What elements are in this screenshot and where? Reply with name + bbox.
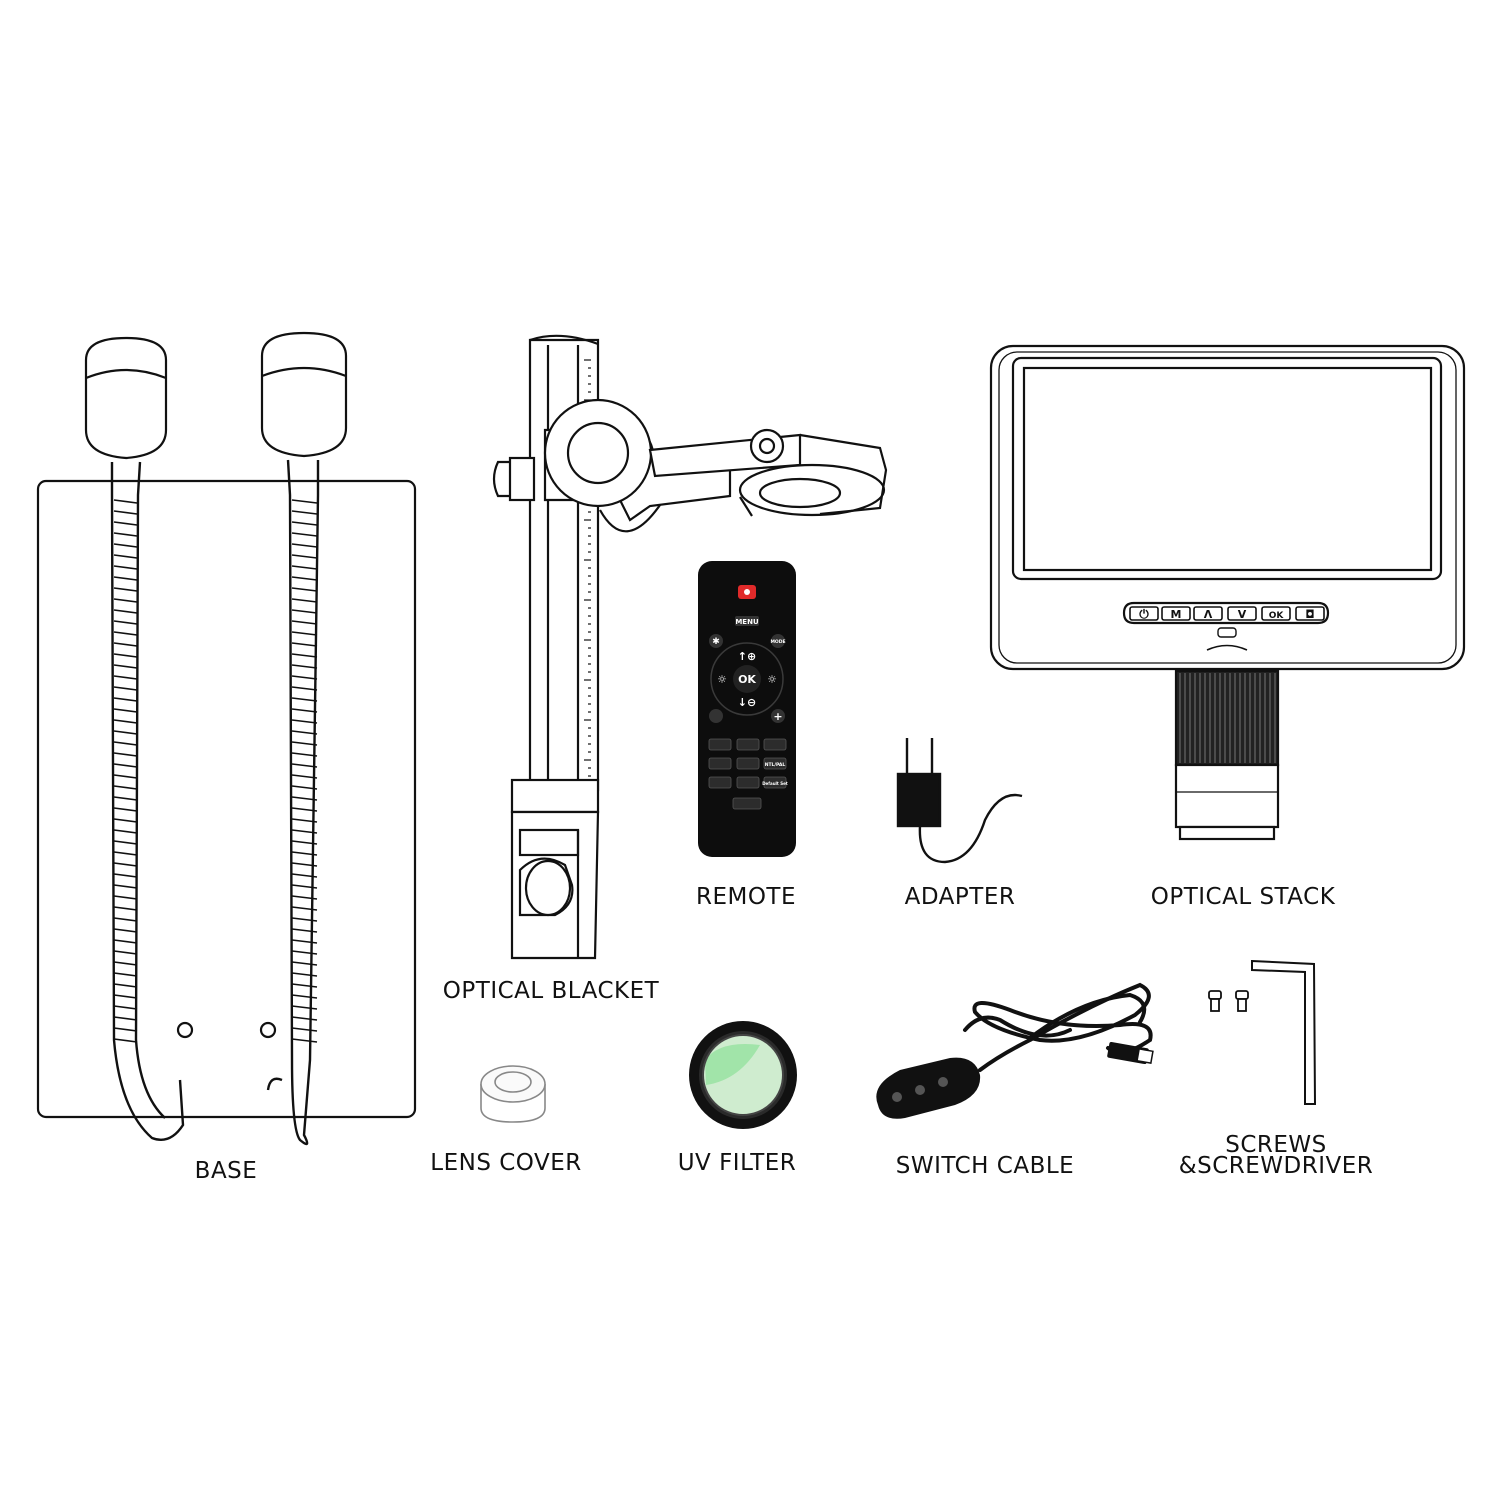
svg-text:◘: ◘: [1305, 608, 1314, 621]
label-base: BASE: [195, 1158, 258, 1184]
svg-text:☼: ☼: [717, 673, 727, 686]
svg-text:✱: ✱: [712, 637, 720, 647]
adapter-illustration: [896, 738, 1023, 864]
svg-text:↓⊖: ↓⊖: [738, 696, 756, 709]
remote-illustration: MENU ✱ MODE OK ↑⊕ ↓⊖ ☼ ☼ + NTL/PAL Defau…: [698, 561, 796, 857]
label-screws: SCREWS: [1225, 1132, 1327, 1158]
label-optical-bracket: OPTICAL BLACKET: [443, 978, 660, 1004]
monitor-button-down: V: [1238, 608, 1247, 621]
remote-ok-key: OK: [738, 673, 756, 686]
base-illustration: [36, 331, 417, 1146]
lens-cover-illustration: [480, 1065, 546, 1123]
label-adapter: ADAPTER: [905, 884, 1016, 910]
label-remote: REMOTE: [696, 884, 796, 910]
remote-ntsc-pal-key: NTL/PAL: [765, 762, 786, 768]
label-uv-filter: UV FILTER: [678, 1150, 797, 1176]
uv-filter-illustration: [689, 1021, 797, 1129]
svg-text:☼: ☼: [767, 673, 777, 686]
monitor-button-ok: OK: [1269, 611, 1285, 621]
remote-menu-key: MENU: [735, 618, 759, 626]
label-switch-cable: SWITCH CABLE: [896, 1153, 1074, 1179]
svg-text:↑⊕: ↑⊕: [738, 650, 756, 663]
remote-default-key: Default Set: [762, 781, 788, 786]
switch-cable-illustration: [876, 982, 1154, 1119]
remote-mode-key: MODE: [770, 639, 785, 645]
svg-text:+: +: [773, 710, 782, 723]
label-screwdriver: &SCREWDRIVER: [1179, 1153, 1374, 1179]
optical-bracket-illustration: [492, 334, 888, 960]
label-optical-stack: OPTICAL STACK: [1151, 884, 1336, 910]
screws-screwdriver-illustration: [1208, 959, 1317, 1105]
monitor-button-up: Λ: [1204, 608, 1213, 621]
label-lens-cover: LENS COVER: [430, 1150, 581, 1176]
monitor-button-m: M: [1171, 608, 1182, 621]
svg-text:⏻: ⏻: [1139, 607, 1149, 621]
optical-stack-illustration: ⏻ M Λ V OK ◘: [989, 344, 1466, 841]
